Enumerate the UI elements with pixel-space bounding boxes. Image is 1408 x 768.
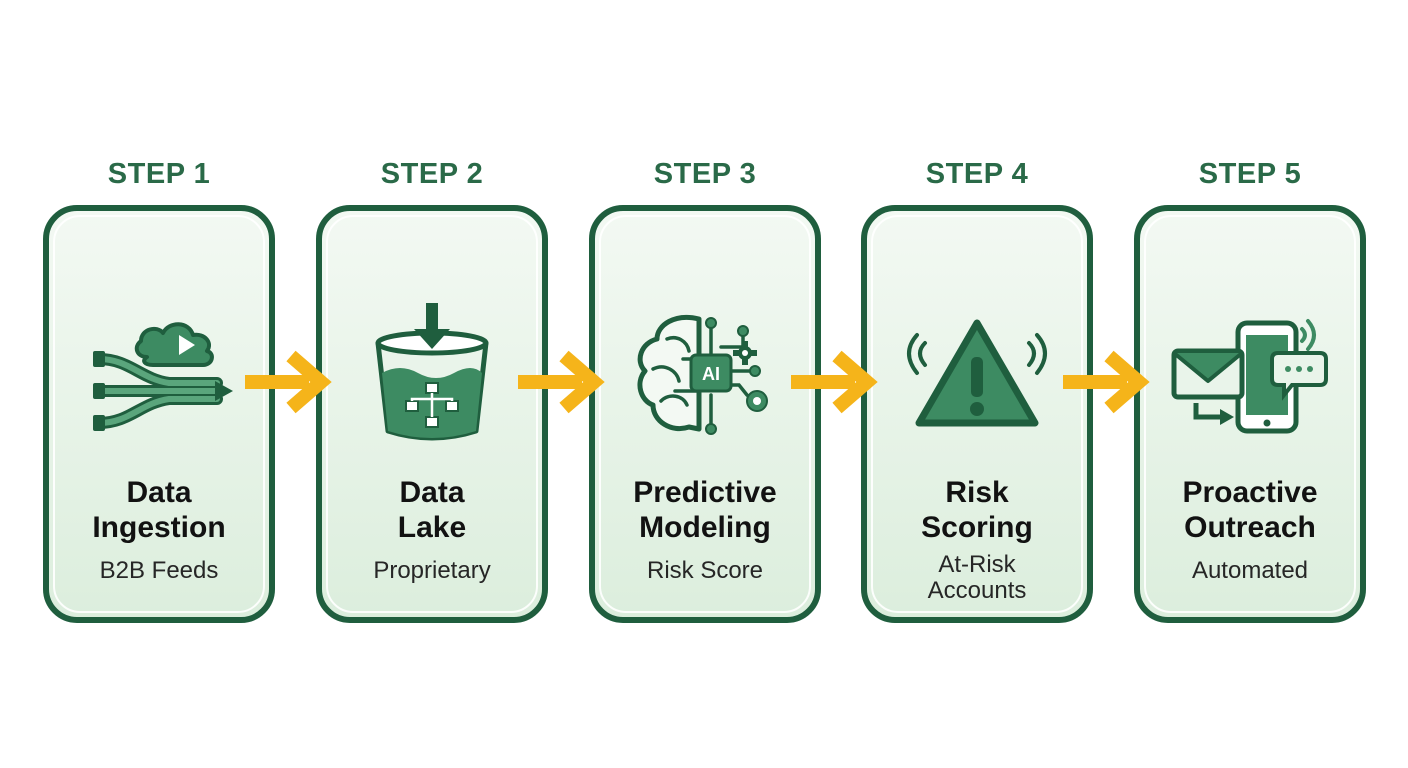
email-phone-chat-icon (1140, 299, 1360, 459)
step-1-subtitle: B2B Feeds (99, 557, 219, 584)
step-3-subtitle: Risk Score (646, 557, 764, 584)
cloud-data-feed-icon (49, 299, 269, 459)
arrow-right-icon (1063, 350, 1155, 414)
step-2-subtitle: Proprietary (373, 557, 491, 584)
warning-triangle-icon (867, 299, 1087, 459)
step-2-label: STEP 2 (380, 158, 484, 190)
step-5-subtitle: Automated (1191, 557, 1309, 584)
step-4-label: STEP 4 (925, 158, 1029, 190)
step-3-label: STEP 3 (653, 158, 757, 190)
ai-chip-label: AI (702, 364, 720, 384)
ai-brain-icon: AI (595, 299, 815, 459)
arrow-right-icon (791, 350, 883, 414)
data-lake-bucket-icon (322, 299, 542, 459)
step-1-label: STEP 1 (107, 158, 211, 190)
step-5-label: STEP 5 (1198, 158, 1302, 190)
arrow-right-icon (518, 350, 610, 414)
arrow-right-icon (245, 350, 337, 414)
